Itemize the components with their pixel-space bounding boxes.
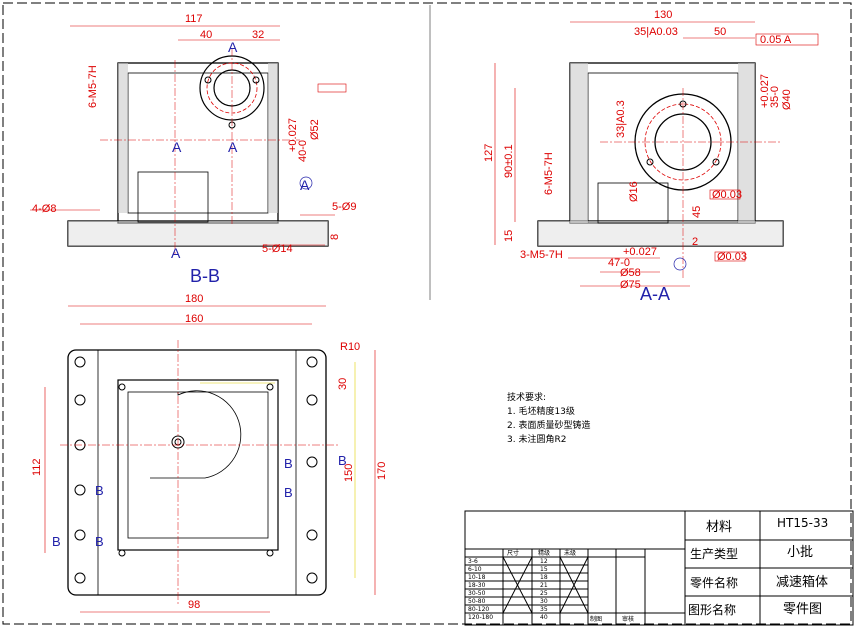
notes-title: 技术要求: — [507, 391, 546, 403]
section-label-a-left: A — [172, 139, 182, 155]
tb-grid-grade: 35 — [540, 606, 548, 613]
dim-3m5: 3-M5-7H — [520, 249, 563, 261]
dim-4-8: 4-Ø8 — [32, 203, 56, 215]
tol-005a: 0.05 A — [760, 34, 792, 46]
cut-b-right: B — [284, 456, 293, 471]
view-aa — [494, 21, 819, 287]
tb-material-value: HT15-33 — [777, 516, 828, 530]
dim-117: 117 — [185, 13, 203, 25]
tb-grid-size: 80-120 — [468, 606, 489, 613]
dim-160: 160 — [185, 313, 203, 325]
tb-grid-grade: 25 — [540, 590, 548, 597]
tb-grid-size: 50-80 — [468, 598, 486, 605]
tb-grid-head-1: 尺寸 — [507, 549, 519, 557]
tb-fig-value: 零件图 — [783, 602, 822, 617]
dim-50: 50 — [714, 26, 726, 38]
dim-58: Ø58 — [620, 267, 641, 279]
datum-a: A — [300, 177, 310, 193]
tb-grid-grade: 40 — [540, 614, 548, 621]
dim-r10: R10 — [340, 341, 360, 353]
section-label-a-right: A — [228, 139, 238, 155]
tb-grid-head-2: 精级 — [538, 549, 550, 557]
notes-item-3: 3. 未注圆角R2 — [507, 433, 566, 445]
tb-grid-grade: 30 — [540, 598, 548, 605]
cut-b-right2: B — [284, 485, 293, 500]
tb-grid-size: 3-6 — [468, 558, 478, 565]
dim-130: 130 — [654, 9, 672, 21]
dim-40-0: 40-0 — [297, 140, 309, 162]
tb-grid-size: 6-10 — [468, 566, 482, 573]
dim-33: 33|A0.3 — [615, 100, 627, 138]
tb-grid-size: 120-180 — [468, 614, 493, 621]
dim-75: Ø75 — [620, 279, 641, 291]
dim-r35: 35-0 — [769, 86, 781, 108]
dim-98: 98 — [188, 599, 200, 611]
tb-type-label: 生产类型 — [690, 547, 738, 561]
dim-180: 180 — [185, 293, 203, 305]
dim-35-a003: 35|A0.03 — [634, 26, 678, 38]
tb-grid-size: 18-30 — [468, 582, 486, 589]
dim-6m5-bb: 6-M5-7H — [87, 65, 99, 108]
view-title-bb: B-B — [190, 266, 220, 286]
dim-6m5-aa: 6-M5-7H — [543, 152, 555, 195]
tb-fig-label: 图形名称 — [688, 602, 736, 617]
cut-b-bottom-left: B — [52, 534, 61, 549]
tb-part-label: 零件名称 — [690, 575, 738, 590]
dim-8: 8 — [329, 234, 341, 240]
dim-30: 30 — [337, 378, 349, 390]
dim-112: 112 — [31, 458, 43, 476]
dim-16: Ø16 — [628, 181, 640, 202]
notes-item-1: 1. 毛坯精度13级 — [507, 405, 575, 417]
tol-003-b: Ø0.03 — [717, 251, 747, 263]
dim-47: 47-0 — [608, 257, 630, 269]
notes-item-2: 2. 表面质量砂型铸造 — [507, 419, 590, 431]
tb-grid-grade: 12 — [540, 558, 548, 565]
dim-r027: +0.027 — [759, 74, 771, 108]
cut-b-left: B — [95, 483, 104, 498]
dim-2: 2 — [692, 236, 698, 248]
tb-footer-2: 审核 — [622, 615, 634, 623]
cut-b-bottom-left2: B — [95, 534, 104, 549]
tb-grid-grade: 21 — [540, 582, 548, 589]
tb-grid-size: 30-50 — [468, 590, 486, 597]
dim-150: 150 — [343, 464, 355, 482]
dim-5-9: 5-Ø9 — [332, 201, 356, 213]
tb-grid-head-3: 未级 — [564, 549, 576, 557]
tb-grid-grade: 15 — [540, 566, 548, 573]
dim-027a: +0.027 — [287, 118, 299, 152]
dim-90: 90±0.1 — [503, 144, 515, 178]
dim-15: 15 — [503, 230, 515, 242]
dim-40: 40 — [200, 29, 212, 41]
dim-r40: Ø40 — [781, 89, 793, 110]
cut-b-far-right: B — [338, 453, 347, 468]
tb-type-value: 小批 — [787, 545, 813, 560]
dim-027-aa: +0.027 — [623, 246, 657, 258]
title-block — [464, 510, 854, 626]
section-label-a-top: A — [228, 39, 238, 55]
view-title-aa: A-A — [640, 284, 670, 304]
dim-5-14: 5-Ø14 — [262, 243, 293, 255]
dim-127: 127 — [483, 144, 495, 162]
dim-45: 45 — [691, 206, 703, 218]
dim-52: Ø52 — [309, 119, 321, 140]
view-top — [44, 305, 376, 613]
tb-grid-size: 10-18 — [468, 574, 486, 581]
tb-material-label: 材料 — [706, 520, 732, 535]
tb-grid-rows: 3-6 12 6-10 15 10-18 18 18-30 21 30-50 25 50-80 30 8… — [468, 558, 548, 621]
tb-footer-1: 制图 — [590, 615, 602, 623]
view-bb — [30, 25, 347, 255]
tol-003-a: Ø0.03 — [712, 189, 742, 201]
tb-part-value: 减速箱体 — [776, 574, 828, 590]
section-label-a-bottom: A — [171, 245, 181, 261]
dim-170: 170 — [376, 462, 388, 480]
tb-grid-grade: 18 — [540, 574, 548, 581]
dim-32: 32 — [252, 29, 264, 41]
